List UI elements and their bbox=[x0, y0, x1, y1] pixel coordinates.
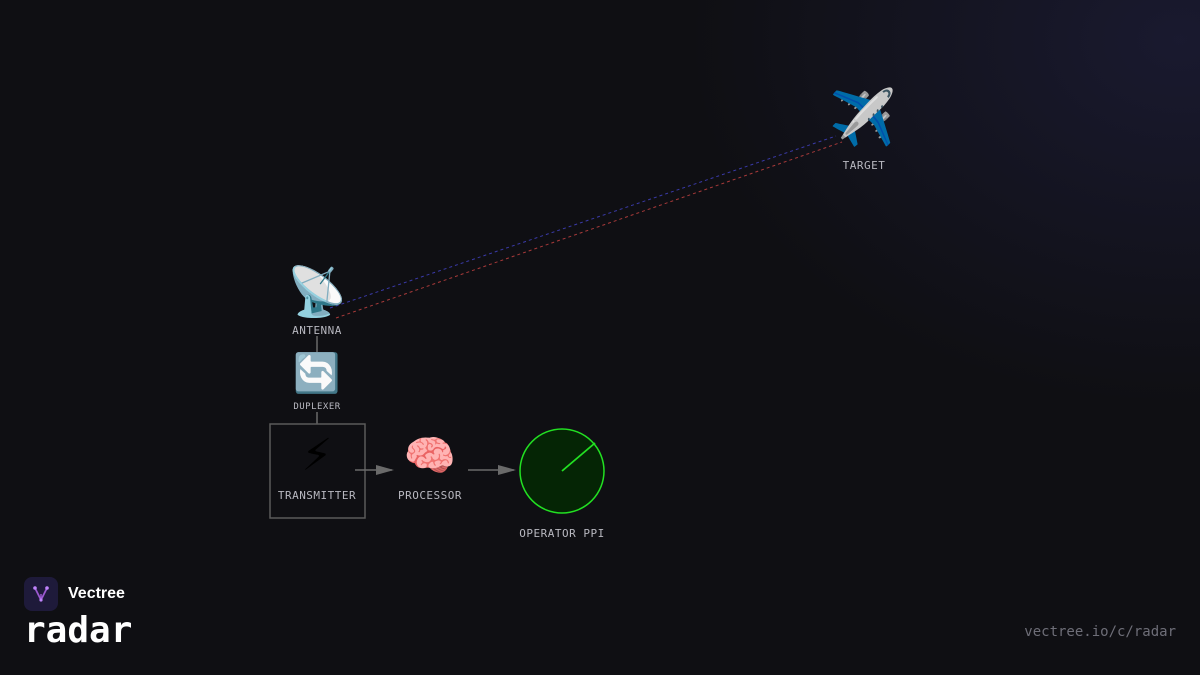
airplane-icon[interactable]: ✈️ bbox=[829, 86, 897, 149]
processor-label: PROCESSOR bbox=[397, 489, 463, 502]
target-label: TARGET bbox=[842, 159, 886, 172]
display-label: OPERATOR PPI bbox=[519, 527, 605, 540]
antenna-label: ANTENNA bbox=[292, 324, 342, 337]
brand-name: Vectree bbox=[68, 585, 125, 602]
brain-icon[interactable]: 🧠 bbox=[403, 431, 457, 480]
vectree-logo-icon bbox=[24, 577, 58, 611]
duplexer-label: DUPLEXER bbox=[293, 402, 341, 412]
echo-signal-line bbox=[335, 141, 843, 319]
page-title: radar bbox=[24, 610, 133, 651]
radar-scope-icon[interactable] bbox=[519, 428, 605, 514]
source-url[interactable]: vectree.io/c/radar bbox=[1024, 624, 1176, 640]
lightning-icon[interactable]: ⚡ bbox=[301, 430, 333, 481]
brand[interactable]: Vectree bbox=[24, 577, 125, 611]
duplexer-cycle-icon[interactable]: 🔄 bbox=[293, 351, 341, 395]
transmitter-label: TRANSMITTER bbox=[277, 489, 357, 502]
transmit-signal-line bbox=[329, 135, 837, 309]
transmitter-box[interactable] bbox=[269, 423, 366, 519]
satellite-dish-icon[interactable]: 📡 bbox=[287, 264, 347, 320]
